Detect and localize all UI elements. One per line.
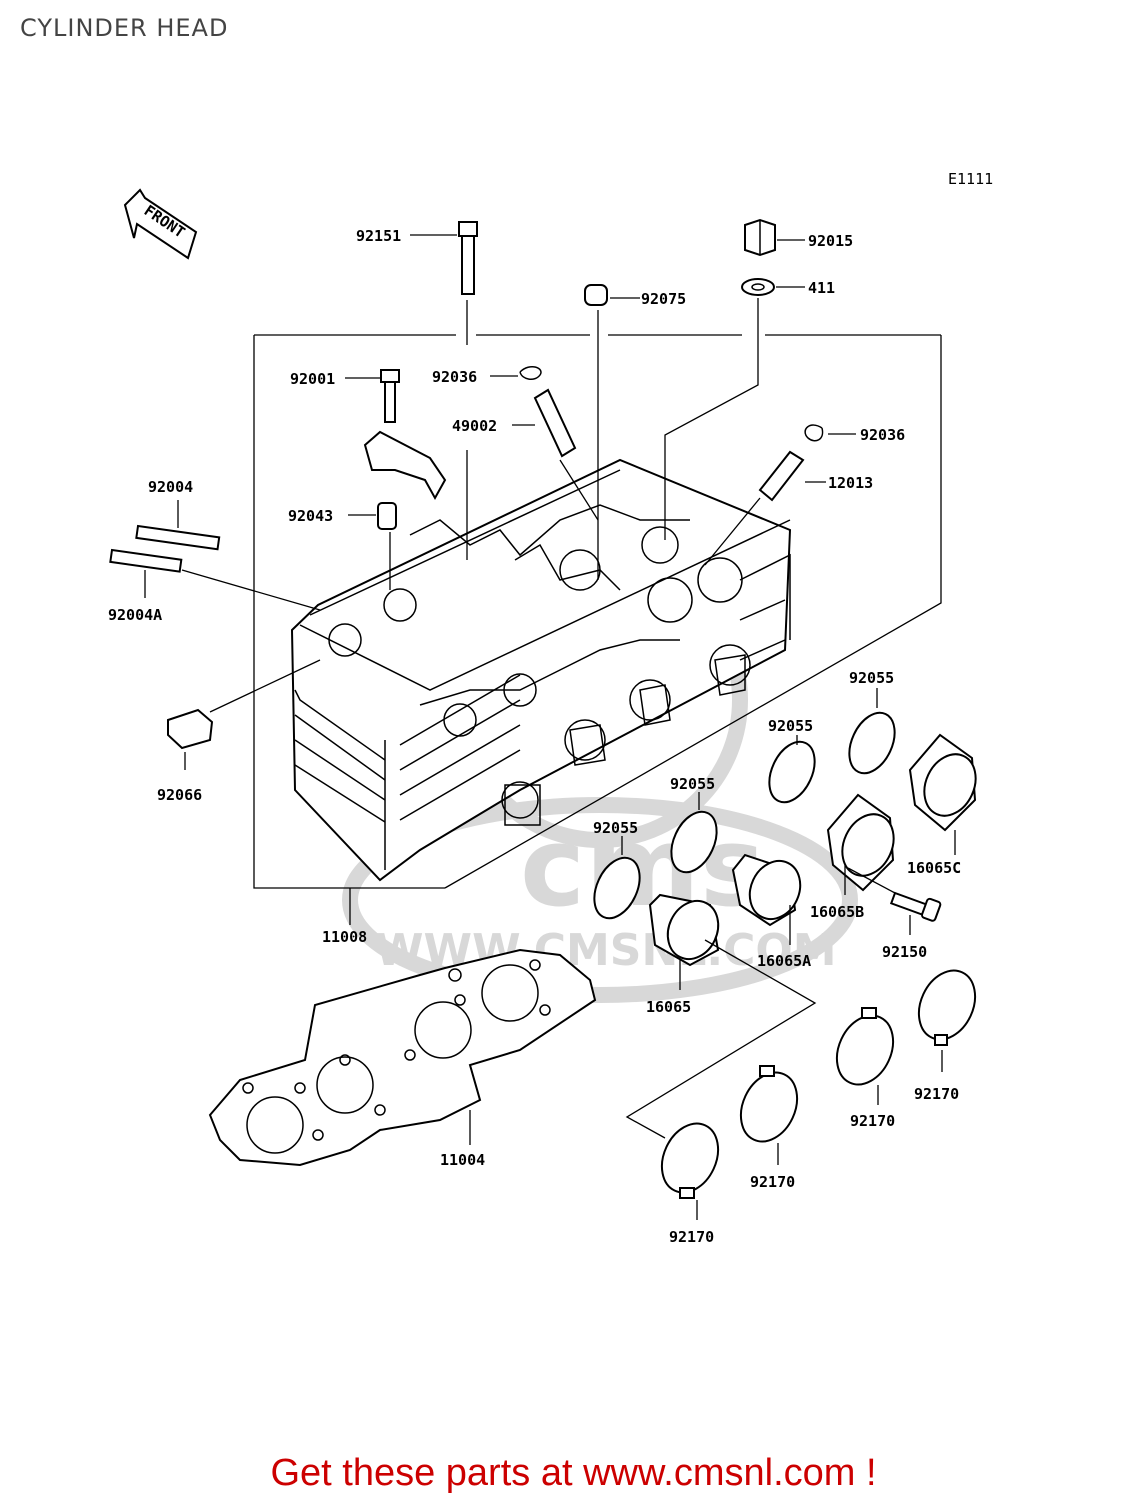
part-label-11008: 11008 [322,928,367,946]
part-label-16065: 16065 [646,998,691,1016]
cap-92066 [167,708,214,750]
part-label-92004A: 92004A [108,606,162,624]
watermark-logo-text: cms [520,803,765,931]
part-label-92043: 92043 [288,507,333,525]
part-label-92151: 92151 [356,227,401,245]
clamp-92170-a [660,1122,720,1199]
cap-92075 [584,284,608,306]
holder-16065B [826,793,895,892]
front-arrow-icon: FRONT [123,188,198,260]
cylinder-head-assembly [290,458,792,882]
part-label-92170-c: 92170 [850,1112,895,1130]
part-label-92170-a: 92170 [669,1228,714,1246]
washer-411 [741,278,775,296]
clamp-92170-b [739,1065,799,1143]
part-label-92015: 92015 [808,232,853,250]
screw-92150 [889,891,942,922]
part-label-92001: 92001 [290,370,335,388]
holder-16065 [648,893,720,967]
part-label-92055-d: 92055 [849,669,894,687]
diagram-code: E1111 [948,170,993,188]
part-label-92075: 92075 [641,290,686,308]
part-label-16065A: 16065A [757,952,811,970]
o-ring-92055-b [670,810,718,874]
holder-16065C [908,733,977,832]
part-label-92055-a: 92055 [593,819,638,837]
o-ring-92055-d [848,711,896,775]
part-label-92055-b: 92055 [670,775,715,793]
footer-link-text[interactable]: Get these parts at www.cmsnl.com ! [270,1452,877,1494]
assembly-frame [253,334,942,925]
o-ring-92055-a [593,856,641,920]
valve-guide-49002 [533,388,577,458]
clamp-reference-line [625,939,817,1139]
part-label-16065C: 16065C [907,859,961,877]
stud-92004A [109,548,183,573]
part-label-16065B: 16065B [810,903,864,921]
part-label-92170-b: 92170 [750,1173,795,1191]
clamp-92170-c [835,1007,895,1086]
bracket-cap [363,430,447,501]
bolt-92151 [458,221,478,295]
part-label-49002: 49002 [452,417,497,435]
nut-92015 [744,218,776,257]
part-label-92150: 92150 [882,943,927,961]
bolt-92001 [380,369,400,423]
part-label-92036-a: 92036 [432,368,477,386]
clamp-92170-d [917,969,977,1046]
head-gasket-11004 [208,948,597,1167]
part-label-92004: 92004 [148,478,193,496]
part-label-92036-b: 92036 [860,426,905,444]
holder-16065A [731,853,802,927]
stud-92004 [135,524,221,551]
o-ring-92055-c [768,740,816,804]
valve-guide-12013 [758,450,805,502]
part-label-92055-c: 92055 [768,717,813,735]
clip-92036-a [519,365,542,380]
part-label-411: 411 [808,279,835,297]
part-label-92170-d: 92170 [914,1085,959,1103]
dowel-92043 [377,502,397,530]
page-title: CYLINDER HEAD [20,14,229,42]
part-label-92066: 92066 [157,786,202,804]
part-label-11004: 11004 [440,1151,485,1169]
part-label-12013: 12013 [828,474,873,492]
clip-92036-b [804,424,824,442]
